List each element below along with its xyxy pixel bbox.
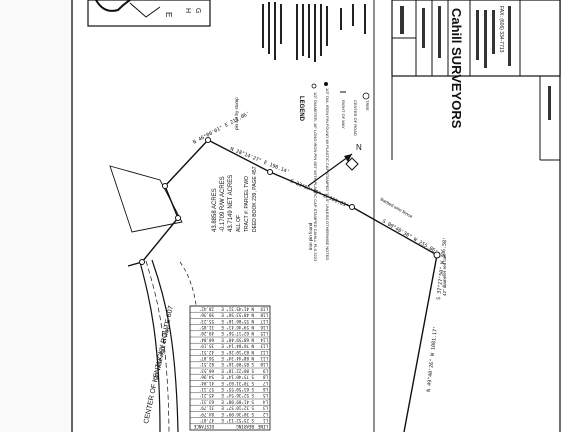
line-table-cell: 31.05': [199, 325, 214, 330]
line-table-cell: L5: [262, 393, 268, 398]
legend-item-2: 1/2" DIA. IRON PIN FOUND W/ PLASTIC CAP …: [325, 88, 330, 260]
line-table-cell: L4: [262, 399, 268, 404]
line-table-cell: N 76°04'14" E: [221, 344, 254, 349]
callout-pin: iron pin found: [308, 222, 313, 250]
line-table-cell: S 30°36'09" E: [221, 412, 254, 417]
line-table-cell: 82.51': [199, 362, 214, 367]
line-table-cell: L8: [262, 375, 268, 380]
vicinity-map: E H G: [87, 0, 211, 27]
line-table-cell: S 25°52'13" E: [221, 418, 254, 423]
north-label: N: [356, 143, 362, 152]
line-table-cell: 31.79': [199, 406, 214, 411]
line-table-cell: S 41°09'08" E: [221, 399, 254, 404]
line-table-cell: N 41°45'31" E: [221, 306, 254, 311]
svg-text:E: E: [164, 12, 173, 17]
company-fax: FAX: (606) 334-7713: [498, 6, 504, 53]
line-table-cell: L18: [260, 313, 268, 318]
line-table-cell: L7: [262, 381, 268, 386]
line-table-cell: L6: [262, 387, 268, 392]
line-table-cell: N 83°10'26" E: [221, 350, 254, 355]
legend: LEGEND 1/2" DIAMETER, 18" LONG IRON PIN …: [298, 82, 370, 262]
line-table-header: BEARING: [236, 424, 254, 429]
title-block: Cahill SURVEYORS FAX: (606) 334-7713: [391, 0, 561, 161]
line-table-cell: 45.21': [199, 393, 214, 398]
line-table-cell: N 62°17'56" E: [221, 331, 254, 336]
pin-set-symbol: [311, 83, 317, 89]
line-table-cell: L17: [260, 319, 268, 324]
line-table-cell: 35.19': [199, 344, 214, 349]
line-table-cell: S 52°36'54" E: [221, 393, 254, 398]
line-table-cell: L12: [260, 350, 268, 355]
line-table-cell: N 68°59'40" E: [221, 337, 254, 342]
line-table-cell: 42.51': [199, 350, 214, 355]
line-table-cell: 41.84': [199, 381, 214, 386]
tract-net: 43.7149 NET ACRES: [228, 175, 234, 232]
tract-deed: DEED BOOK 239, PAGE 457: [252, 166, 258, 232]
surveyor-notes: [262, 2, 366, 62]
line-table-cell: 60.53': [199, 368, 214, 373]
legend-item-3: RIGHT OF WAY: [341, 100, 346, 129]
monuments: [139, 137, 441, 265]
parcel-boundary: [109, 139, 438, 433]
line-table-cell: S 85°09'16" E: [221, 362, 254, 367]
line-table-cell: 54.96': [199, 375, 214, 380]
line-table-cell: 50.36': [199, 313, 214, 318]
line-table-cell: S 70°31'03" E: [221, 381, 254, 386]
line-table-cell: L2: [262, 412, 268, 417]
tract-info: 43.8858 ACRES -0.1709 R/W ACRES 43.7149 …: [212, 166, 258, 232]
tree-icon: [362, 92, 370, 100]
line-table-cell: S 32°10'57" E: [221, 406, 254, 411]
line-table-cell: L9: [262, 368, 268, 373]
line-table-cell: 47.07': [199, 418, 214, 423]
legend-item-4: CENTER OF ROAD: [353, 100, 358, 136]
line-table-header: DISTANCE: [193, 424, 214, 429]
line-table-cell: L14: [260, 337, 268, 342]
line-table-cell: L11: [260, 356, 268, 361]
line-table-cell: L3: [262, 406, 268, 411]
line-table-cell: N 55°06'10" E: [221, 319, 254, 324]
line-table-cell: L13: [260, 344, 268, 349]
tract-row-acres: -0.1709 R/W ACRES: [220, 176, 226, 232]
legend-item-1: 1/2" DIAMETER, 18" LONG IRON PIN SET WIT…: [313, 92, 318, 262]
tract-number: TRACT #: PARCEL TWO: [244, 176, 250, 232]
line-table-cell: 56.07': [199, 356, 214, 361]
legend-item-5: TREE: [365, 100, 370, 111]
callout-oak: 42" diameter red oak: [442, 254, 447, 296]
pin-found-symbol: [324, 82, 328, 86]
line-table-cell: L15: [260, 331, 268, 336]
tract-acres: 43.8858 ACRES: [212, 188, 218, 232]
north-arrow-icon: N: [307, 143, 362, 187]
tract-all-of: ALL OF: [236, 215, 242, 232]
line-table-cell: L10: [260, 362, 268, 367]
svg-text:H: H: [184, 8, 191, 13]
legend-title: LEGEND: [298, 96, 304, 122]
line-table-cell: 60.84': [199, 337, 214, 342]
line-table-cell: L19: [260, 306, 268, 311]
line-table-cell: 55.23': [199, 319, 214, 324]
line-table-cell: S 80°22'18" E: [221, 368, 254, 373]
line-table-cell: 49.20': [199, 331, 214, 336]
svg-text:G: G: [194, 8, 201, 13]
line-table-cell: S 75°40'14" E: [221, 375, 254, 380]
line-table-cell: N 88°44'34" E: [221, 356, 254, 361]
line-table-cell: L1: [262, 418, 268, 423]
callout-stump: pin set by stump: [234, 97, 239, 130]
line-table-cell: 84.79': [199, 412, 214, 417]
line-table-cell: N 48°53'50" E: [221, 313, 254, 318]
line-table-cell: N 59°46'41" E: [221, 325, 254, 330]
line-table-header: LINE: [257, 424, 268, 429]
line-table-cell: L16: [260, 325, 268, 330]
line-table-cell: 63.31': [199, 399, 214, 404]
line-table-cell: 57.11': [199, 387, 214, 392]
line-table-cell: 28.42': [199, 306, 214, 311]
company-logo-text: Cahill SURVEYORS: [449, 8, 464, 129]
line-table-cell: S 61°50'55" E: [221, 387, 254, 392]
